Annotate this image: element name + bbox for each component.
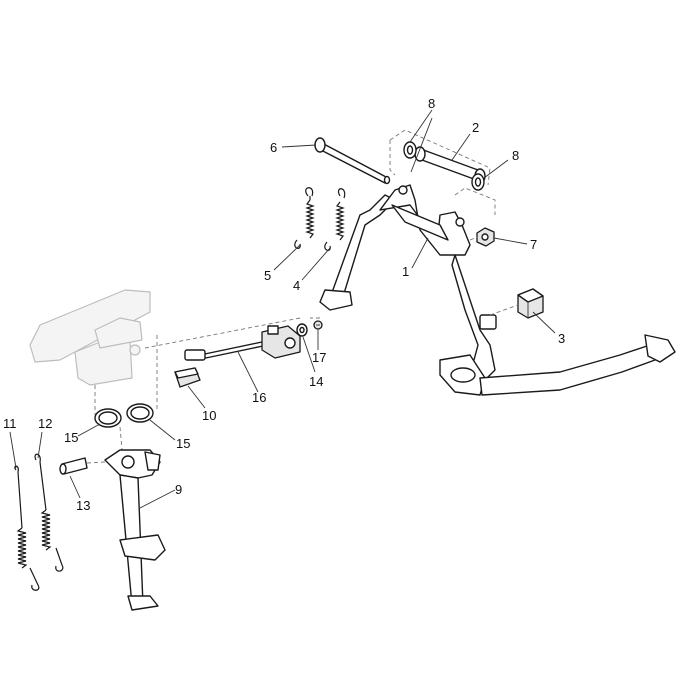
leader-lines [9, 109, 556, 509]
sidestand-switch [184, 325, 301, 361]
callout-12: 12 [38, 416, 52, 431]
callout-15-left: 15 [64, 430, 78, 445]
center-stand [319, 184, 676, 396]
callout-6: 6 [270, 140, 277, 155]
callout-8-right: 8 [512, 148, 519, 163]
callout-4: 4 [293, 278, 300, 293]
callout-11: 11 [3, 416, 17, 431]
small-screw [313, 320, 323, 330]
callout-8-top: 8 [428, 96, 435, 111]
callout-5: 5 [264, 268, 271, 283]
callout-2: 2 [472, 120, 479, 135]
spring-5 [294, 187, 315, 249]
bushing-left [94, 408, 122, 428]
callout-7: 7 [530, 237, 537, 252]
rubber-block [517, 288, 544, 319]
callout-9: 9 [175, 482, 182, 497]
callout-17: 17 [312, 350, 326, 365]
callout-15-right: 15 [176, 436, 190, 451]
alignment-lines [389, 129, 519, 316]
callout-14: 14 [309, 374, 323, 389]
spring-11 [14, 465, 40, 591]
callout-13: 13 [76, 498, 90, 513]
callout-10: 10 [202, 408, 216, 423]
side-stand [104, 449, 166, 611]
washers [403, 141, 485, 191]
callout-3: 3 [558, 331, 565, 346]
callout-1: 1 [402, 264, 409, 279]
spring-4 [324, 188, 346, 251]
bushing-right [126, 403, 154, 423]
callout-labels: 8 2 8 6 7 1 3 5 4 17 14 16 10 15 15 9 13… [3, 96, 565, 513]
stand-bolt [59, 457, 106, 475]
connector-block [174, 367, 201, 388]
long-bolt [314, 137, 391, 185]
spring-12 [34, 453, 64, 572]
small-washer [296, 323, 308, 337]
callout-16: 16 [252, 390, 266, 405]
nut [476, 227, 495, 247]
frame-bracket-ghost [29, 289, 158, 415]
